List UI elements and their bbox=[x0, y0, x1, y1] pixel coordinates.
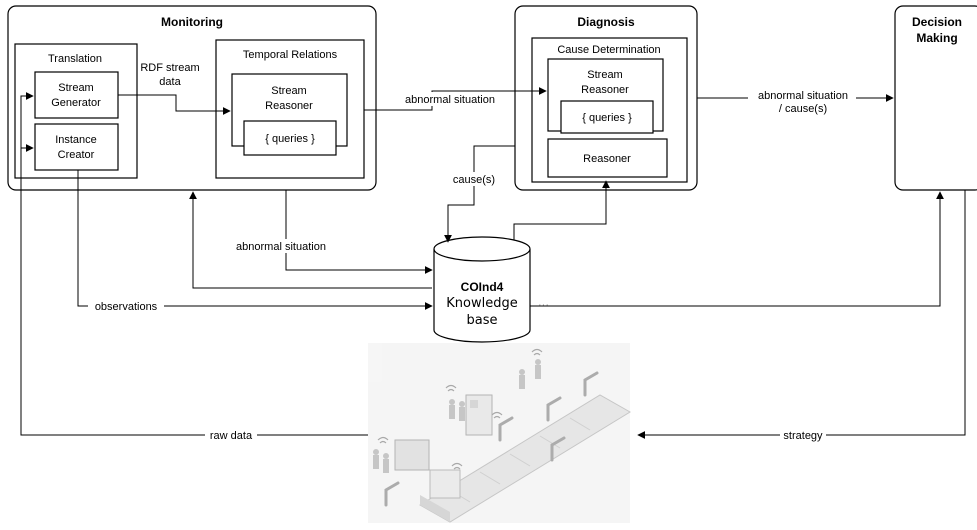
stream-generator-label-1: Stream bbox=[58, 82, 93, 94]
causes-label: cause(s) bbox=[453, 174, 495, 186]
instance-creator-node: Instance Creator bbox=[34, 123, 119, 171]
raw-data-edge bbox=[20, 92, 368, 436]
queries-label: { queries } bbox=[265, 133, 315, 145]
rdf-stream-label-2: data bbox=[159, 76, 181, 88]
strategy-label: strategy bbox=[783, 430, 823, 442]
diag-stream-reasoner-label-1: Stream bbox=[587, 69, 622, 81]
kb-name: COInd4 bbox=[461, 280, 504, 294]
stream-reasoner-label-1: Stream bbox=[271, 85, 306, 97]
instance-creator-label-1: Instance bbox=[55, 134, 97, 146]
diag-stream-reasoner-label-2: Reasoner bbox=[581, 84, 629, 96]
observations-label: observations bbox=[95, 301, 158, 313]
decision-title-1: Decision bbox=[912, 15, 962, 29]
instance-creator-label-2: Creator bbox=[58, 149, 95, 161]
strategy-edge bbox=[637, 190, 966, 439]
monitoring-block: Monitoring Translation Stream Generator … bbox=[7, 5, 377, 191]
temporal-relations-title: Temporal Relations bbox=[243, 49, 338, 61]
abnormal-situation-bottom-label: abnormal situation bbox=[236, 241, 326, 253]
temporal-relations-block: Temporal Relations Stream Reasoner { que… bbox=[215, 39, 365, 179]
abnormal-situation-label: abnormal situation bbox=[405, 94, 495, 106]
diagnosis-block: Diagnosis Cause Determination Stream Rea… bbox=[514, 5, 698, 191]
translation-block: Translation Stream Generator Instance Cr… bbox=[14, 43, 138, 179]
kb-line-1: Knowledge bbox=[446, 296, 517, 311]
kb-line-2: base bbox=[467, 313, 498, 328]
rdf-stream-label-1: RDF stream bbox=[140, 62, 199, 74]
kb-ellipsis: ··· bbox=[538, 299, 549, 311]
decision-title-2: Making bbox=[916, 31, 957, 45]
stream-generator-label-2: Generator bbox=[51, 97, 101, 109]
stream-generator-node: Stream Generator bbox=[34, 71, 119, 119]
stream-reasoner-label-2: Reasoner bbox=[265, 100, 313, 112]
factory-illustration bbox=[368, 343, 631, 523]
diagnosis-title: Diagnosis bbox=[577, 15, 635, 29]
edges: abnormal situation abnormal situation / … bbox=[20, 87, 966, 442]
raw-data-label: raw data bbox=[210, 430, 253, 442]
observations-edge bbox=[77, 170, 433, 310]
monitoring-title: Monitoring bbox=[161, 15, 223, 29]
cause-determination-title: Cause Determination bbox=[557, 44, 660, 56]
kb-to-reasoner-edge bbox=[513, 180, 610, 240]
knowledge-base-cylinder: COInd4 Knowledge base bbox=[433, 236, 531, 343]
abnormal-cause-label-2: / cause(s) bbox=[779, 103, 827, 115]
abnormal-cause-label-1: abnormal situation bbox=[758, 90, 848, 102]
diag-queries-label: { queries } bbox=[582, 112, 632, 124]
kb-to-monitoring-edge bbox=[189, 191, 432, 289]
kb-to-decision-edge bbox=[530, 191, 944, 307]
decision-making-block: Decision Making bbox=[894, 5, 977, 191]
causes-edge bbox=[444, 145, 515, 243]
abnormal-situation-bottom-edge bbox=[285, 190, 433, 274]
reasoner-label: Reasoner bbox=[583, 153, 631, 165]
translation-title: Translation bbox=[48, 53, 102, 65]
rdf-stream-edge bbox=[118, 94, 231, 115]
